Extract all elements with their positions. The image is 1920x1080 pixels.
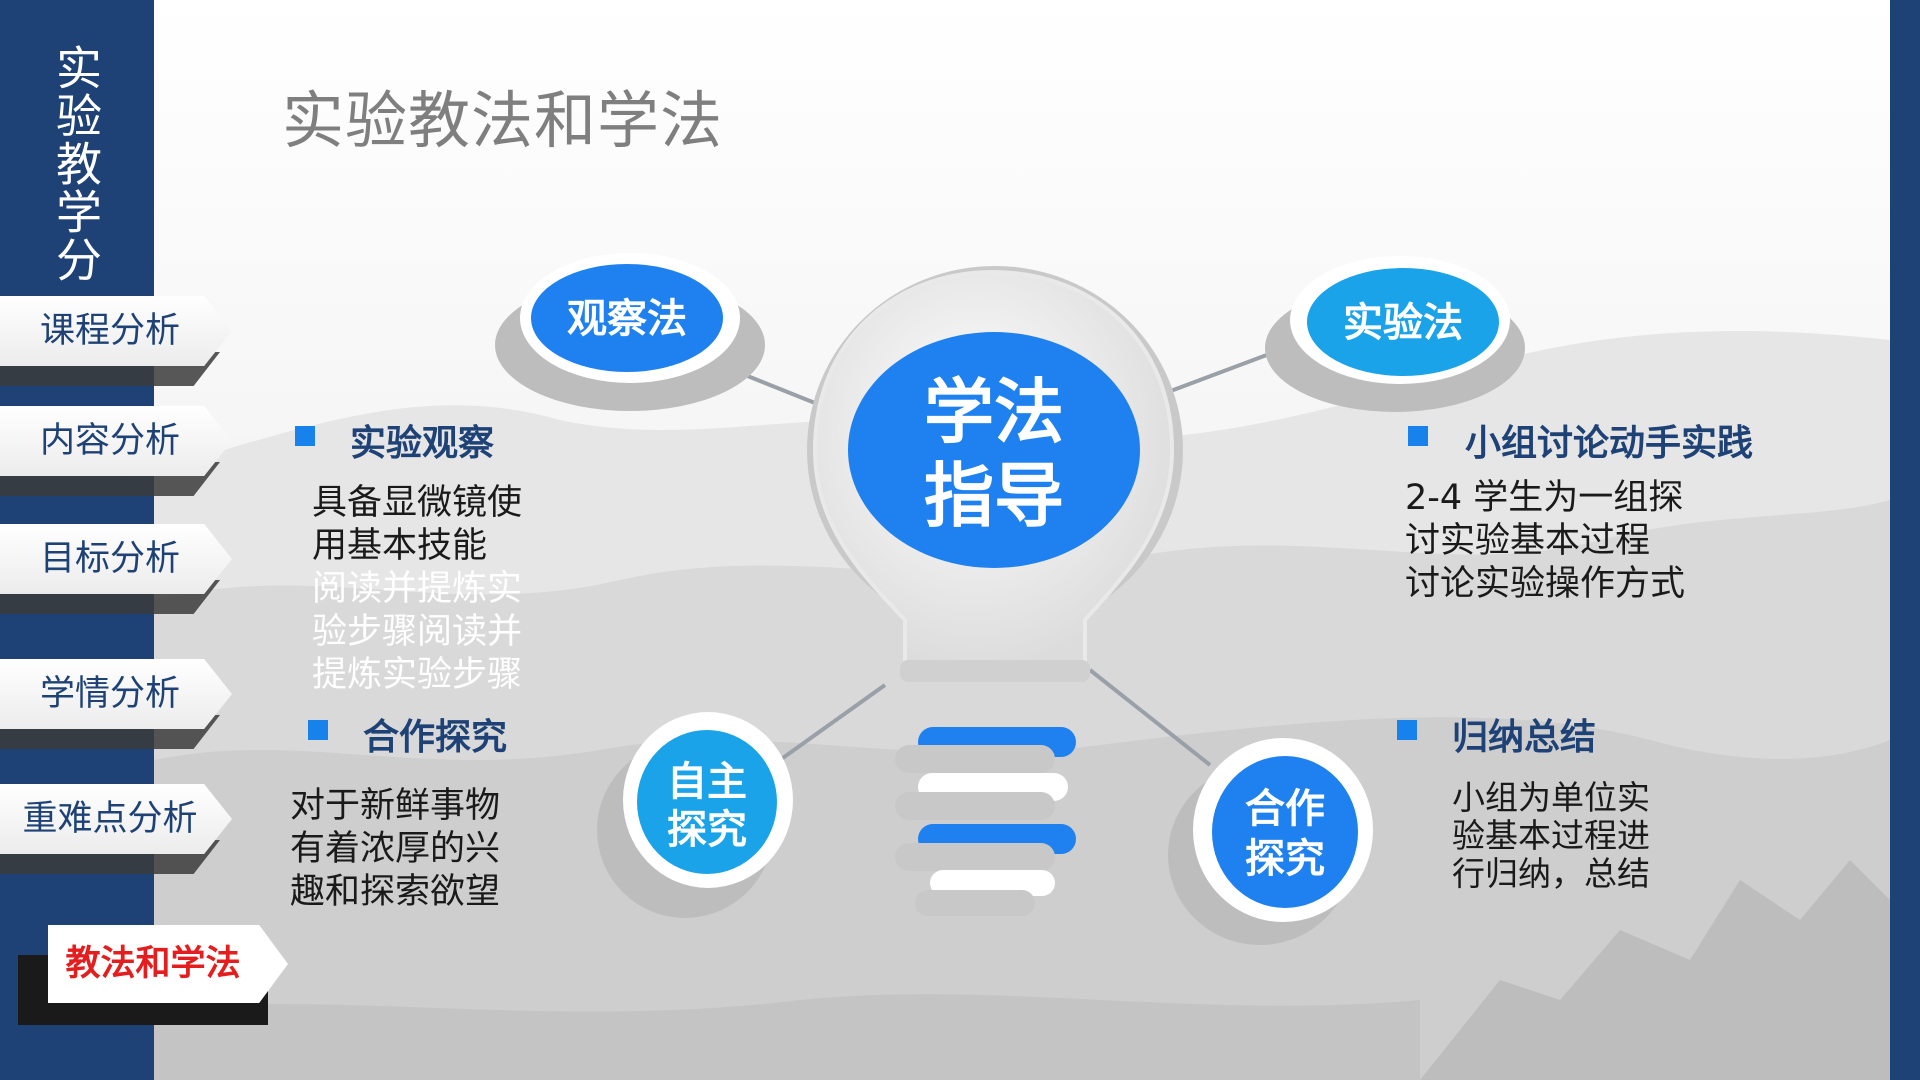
bubble-cooperate-line-1: 合作 [1245, 786, 1325, 832]
nav-item-label: 内容分析 [39, 421, 180, 461]
bulb-center-text: 学法 指导 [884, 370, 1104, 538]
bubble-self-study-line-1: 自主 [667, 759, 747, 805]
nav-item-tab [0, 659, 232, 729]
bubble-observe: 观察法 [567, 296, 687, 342]
text-line: 具备显微镜使 [312, 483, 523, 523]
text-line: 讨实验基本过程 [1405, 521, 1651, 561]
nav-item-label: 课程分析 [39, 311, 180, 351]
bullet-square-icon [295, 426, 315, 446]
nav-item-tab [0, 296, 232, 366]
bubble-experiment: 实验法 [1343, 300, 1463, 346]
section-text-summary: 小组为单位实 验基本过程进 行归纳，总结 [1452, 779, 1650, 893]
section-heading-summary: 归纳总结 [1452, 717, 1597, 758]
section-text-experiment-observe: 具备显微镜使 用基本技能 阅读并提炼实 验步骤阅读并 提炼实验步骤 [312, 482, 522, 697]
text-line: 讨论实验操作方式 [1405, 564, 1686, 604]
nav-item-label: 学情分析 [39, 674, 180, 714]
nav-item-label: 教法和学法 [65, 944, 241, 984]
right-edge-bar [1890, 0, 1920, 1080]
nav-item-tab [0, 784, 232, 854]
nav-item-tab [48, 925, 288, 1003]
section-heading-group-discussion: 小组讨论动手实践 [1465, 423, 1754, 464]
bulb-line-1: 学法 [924, 371, 1064, 453]
bubble-cooperate: 合作 探究 [1215, 784, 1355, 884]
sidebar-vertical-title: 实验教学分 [49, 44, 102, 284]
bubble-cooperate-line-2: 探究 [1245, 836, 1325, 882]
section-text-cooperative-inquiry: 对于新鲜事物 有着浓厚的兴 趣和探索欲望 [290, 785, 500, 914]
text-line: 行归纳，总结 [1452, 854, 1650, 893]
nav-item-tab [0, 406, 232, 476]
section-text-group-discussion: 2-4 学生为一组探 讨实验基本过程 讨论实验操作方式 [1405, 477, 1685, 606]
bullet-square-icon [308, 720, 328, 740]
bubble-self-study: 自主 探究 [637, 758, 777, 854]
nav-item-tab [0, 524, 232, 594]
nav-item-label: 目标分析 [39, 539, 180, 579]
bubble-self-study-line-2: 探究 [667, 807, 747, 853]
section-heading-experiment-observe: 实验观察 [350, 423, 495, 464]
text-line: 趣和探索欲望 [290, 872, 501, 912]
bulb-line-2: 指导 [924, 455, 1064, 537]
nav-item-label: 重难点分析 [22, 799, 198, 839]
text-line: 2-4 学生为一组探 [1405, 478, 1684, 518]
bullet-square-icon [1408, 426, 1428, 446]
bullet-square-icon [1397, 720, 1417, 740]
text-line-faded: 验步骤阅读并 [312, 612, 523, 652]
text-line: 对于新鲜事物 [290, 786, 501, 826]
section-heading-cooperative-inquiry: 合作探究 [363, 717, 508, 758]
text-line: 验基本过程进 [1452, 816, 1650, 855]
page-title: 实验教法和学法 [282, 84, 724, 157]
text-line: 有着浓厚的兴 [290, 829, 501, 869]
text-line-faded: 阅读并提炼实 [312, 569, 523, 609]
text-line: 小组为单位实 [1452, 778, 1650, 817]
text-line-faded: 提炼实验步骤 [312, 655, 523, 695]
text-line: 用基本技能 [312, 526, 488, 566]
